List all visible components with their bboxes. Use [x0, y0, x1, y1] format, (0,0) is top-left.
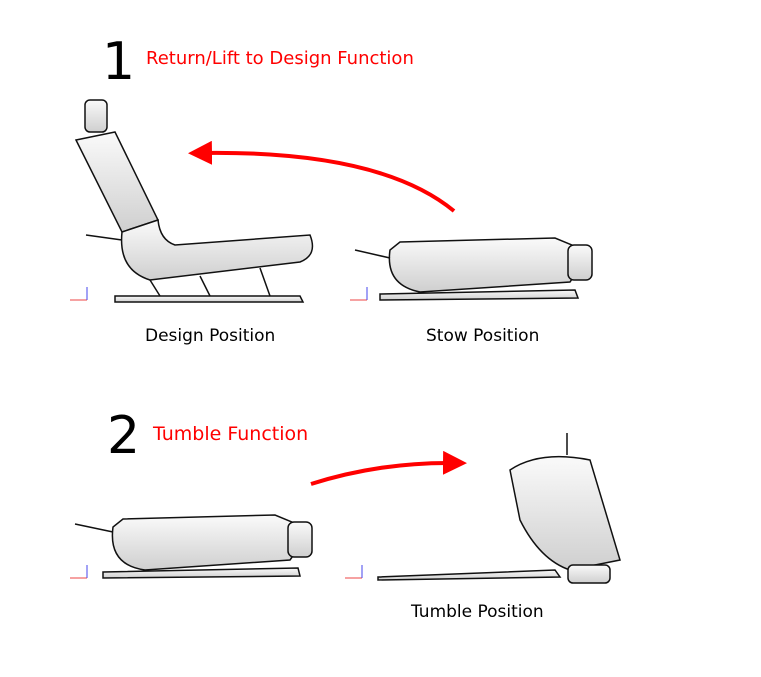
step-2-number: 2: [107, 406, 141, 466]
step-1-title: Return/Lift to Design Function: [146, 48, 414, 69]
return-arrow: [188, 140, 456, 213]
stow-position-seat-2: [74, 514, 313, 579]
caption-design-position: Design Position: [145, 326, 276, 346]
caption-tumble-position: Tumble Position: [411, 602, 544, 622]
step-2-title: Tumble Function: [153, 423, 309, 445]
design-position-seat: [74, 99, 314, 303]
axis-triad-icon: [70, 287, 368, 579]
caption-stow-position: Stow Position: [426, 326, 540, 346]
step-1-number: 1: [102, 32, 136, 92]
tumble-position-seat: [377, 433, 621, 584]
tumble-arrow: [310, 450, 467, 486]
stow-position-seat: [354, 237, 593, 301]
